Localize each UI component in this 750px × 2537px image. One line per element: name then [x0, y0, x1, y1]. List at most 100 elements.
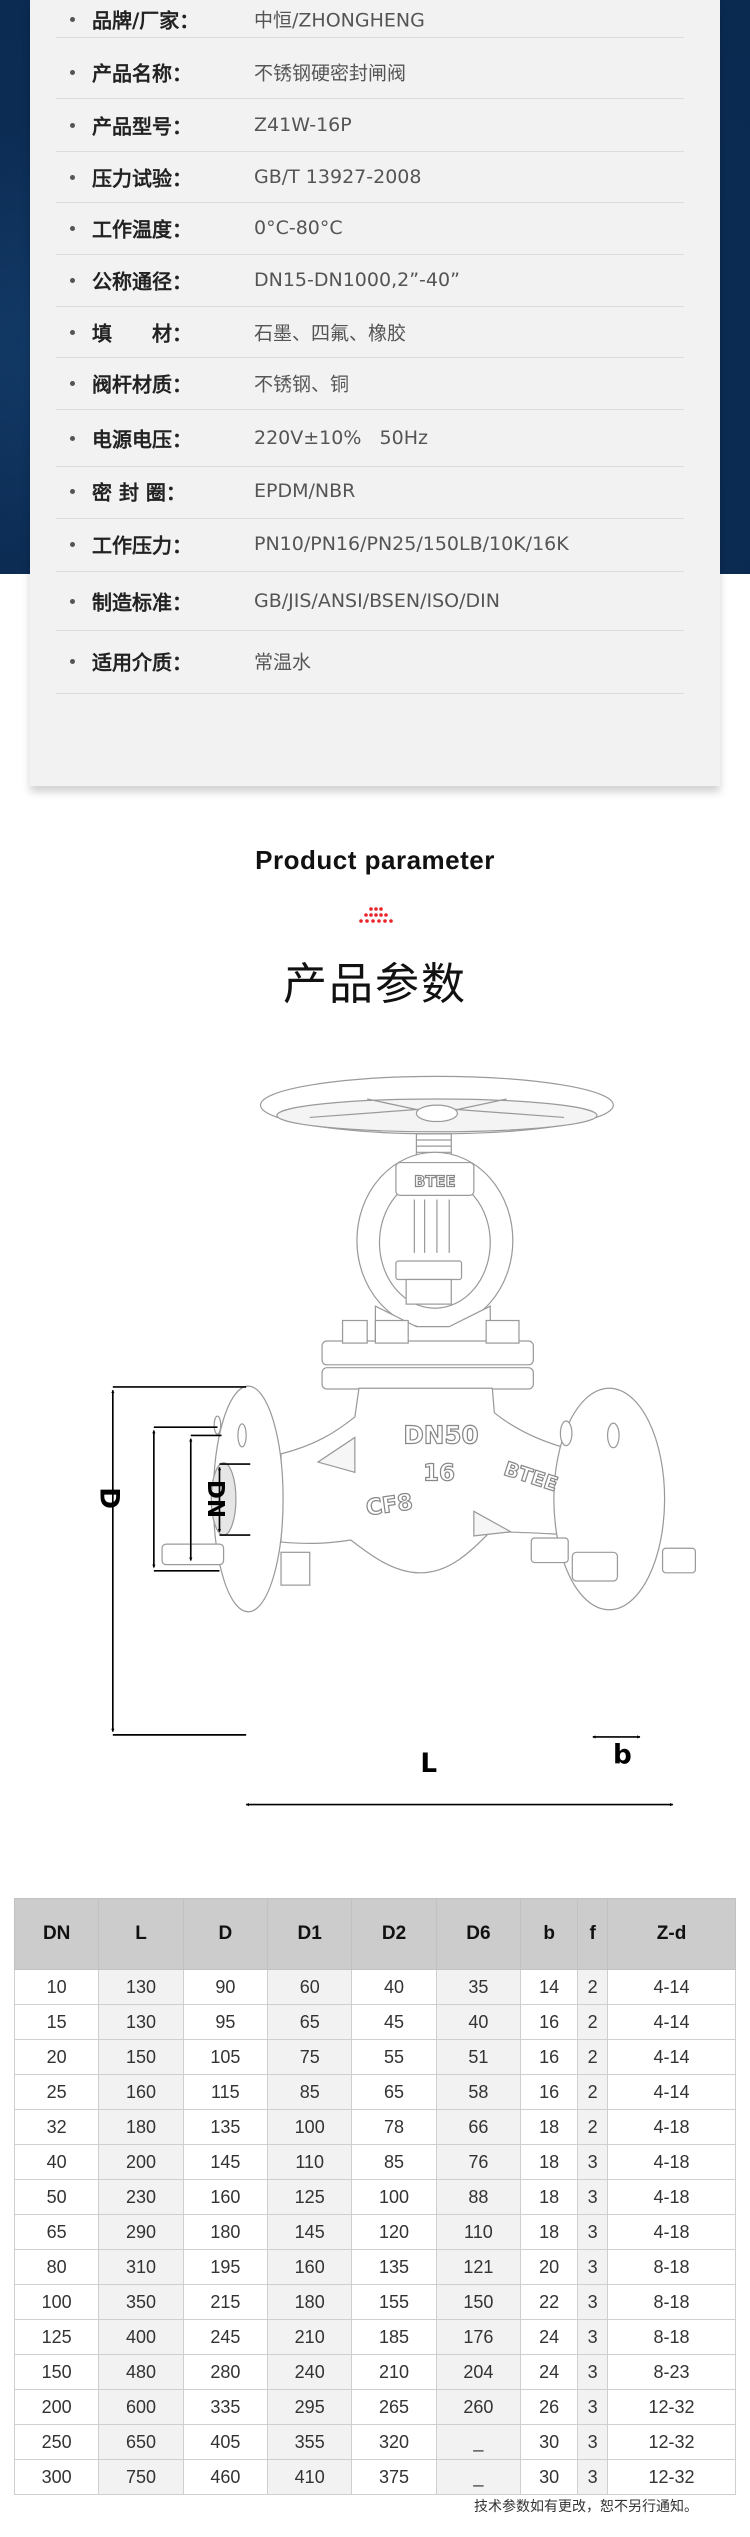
table-cell: 460 [182, 2459, 269, 2495]
table-cell: 75 [267, 2039, 353, 2075]
table-cell: 150 [435, 2284, 522, 2320]
table-cell: 160 [182, 2179, 269, 2215]
spec-row: 阀杆材质：不锈钢、铜 [56, 357, 684, 410]
table-cell: 480 [98, 2354, 184, 2390]
table-cell: 3 [577, 2284, 609, 2320]
spec-value: PN10/PN16/PN25/150LB/10K/16K [254, 533, 569, 555]
table-cell: 204 [435, 2354, 522, 2390]
table-cell: 4-18 [607, 2179, 736, 2215]
spec-label: 压力试验： [92, 166, 192, 190]
column-header: L [98, 1898, 184, 1970]
dot [359, 919, 363, 923]
table-cell: 76 [435, 2144, 522, 2180]
table-cell: 58 [435, 2074, 522, 2110]
spec-label: 填 材： [92, 321, 192, 345]
table-cell: 65 [13, 2214, 100, 2250]
spec-value: Z41W-16P [254, 114, 352, 136]
dot [369, 913, 373, 917]
table-cell: 135 [182, 2109, 269, 2145]
dot [383, 919, 387, 923]
table-cell: 145 [267, 2214, 353, 2250]
table-cell: 350 [98, 2284, 184, 2320]
column-header: D2 [351, 1898, 437, 1970]
spec-row: 工作压力： PN10/PN16/PN25/150LB/10K/16K [56, 517, 684, 572]
spec-label: 工作温度： [92, 217, 192, 242]
spec-value: 常温水 [254, 651, 312, 673]
table-cell: 16 [520, 2004, 579, 2040]
table-cell: 8-18 [607, 2319, 736, 2355]
table-cell: 8-18 [607, 2284, 736, 2320]
spec-label: 适用介质： [92, 650, 192, 674]
spec-row: 适用介质： 常温水 [56, 628, 684, 694]
table-cell: 160 [98, 2074, 184, 2110]
table-cell: 10 [13, 1969, 100, 2005]
table-cell: 300 [13, 2459, 100, 2495]
table-cell: 32 [13, 2109, 100, 2145]
table-cell: 14 [520, 1969, 579, 2005]
table-cell: 215 [182, 2284, 269, 2320]
table-cell: 150 [98, 2039, 184, 2075]
table-cell: 245 [182, 2319, 269, 2355]
table-cell: 180 [182, 2214, 269, 2250]
table-cell: 3 [577, 2424, 609, 2460]
table-cell: 3 [577, 2249, 609, 2285]
table-cell: 51 [435, 2039, 522, 2075]
spec-label: 产品名称： [92, 61, 192, 86]
table-cell: 110 [267, 2144, 353, 2180]
spec-label: 电源电压： [92, 427, 192, 452]
dot [379, 913, 383, 917]
dot [389, 919, 393, 923]
table-cell: 3 [577, 2214, 609, 2250]
table-cell: 120 [351, 2214, 437, 2250]
table-cell: 200 [98, 2144, 184, 2180]
table-cell: 155 [351, 2284, 437, 2320]
spec-value: 0°C-80°C [254, 217, 343, 239]
table-cell: 115 [182, 2074, 269, 2110]
column-header: Z-d [607, 1898, 736, 1970]
table-cell: 130 [98, 2004, 184, 2040]
dot [384, 913, 388, 917]
table-cell: 265 [351, 2389, 437, 2425]
spec-label: 工作压力： [92, 533, 192, 558]
spec-row: 电源电压： 220V±10% 50Hz [56, 410, 684, 467]
spec-row: 品牌/厂家：中恒/ZHONGHENG [56, 0, 684, 38]
table-cell: 18 [520, 2109, 579, 2145]
table-cell: 2 [577, 2039, 609, 2075]
spec-value: 220V±10% 50Hz [254, 427, 428, 449]
table-cell: 80 [13, 2249, 100, 2285]
spec-label: 阀杆材质： [92, 372, 192, 397]
column-header: f [577, 1898, 609, 1970]
right-flange-icon [530, 1387, 696, 1611]
table-cell: 400 [98, 2319, 184, 2355]
spec-row: 公称通径：DN15-DN1000,2”-40” [56, 254, 684, 307]
table-cell: 18 [520, 2214, 579, 2250]
table-cell: 100 [351, 2179, 437, 2215]
dimension-label-b: b [613, 1741, 632, 1771]
table-cell: 2 [577, 2004, 609, 2040]
table-cell: 78 [351, 2109, 437, 2145]
column-header: DN [13, 1898, 100, 1970]
table-cell: 210 [267, 2319, 353, 2355]
bullet-icon [70, 174, 75, 180]
dot [369, 907, 373, 911]
column-header: b [520, 1898, 579, 1970]
bullet-icon [70, 278, 75, 283]
dot [379, 907, 383, 911]
table-cell: 210 [351, 2354, 437, 2390]
table-cell: 355 [267, 2424, 353, 2460]
table-cell: 320 [351, 2424, 437, 2460]
table-cell: 24 [520, 2354, 579, 2390]
column-header: D1 [267, 1898, 353, 1970]
table-cell: 16 [520, 2074, 579, 2110]
table-cell: 2 [577, 2109, 609, 2145]
dimension-label-dn: DN [202, 1480, 228, 1518]
